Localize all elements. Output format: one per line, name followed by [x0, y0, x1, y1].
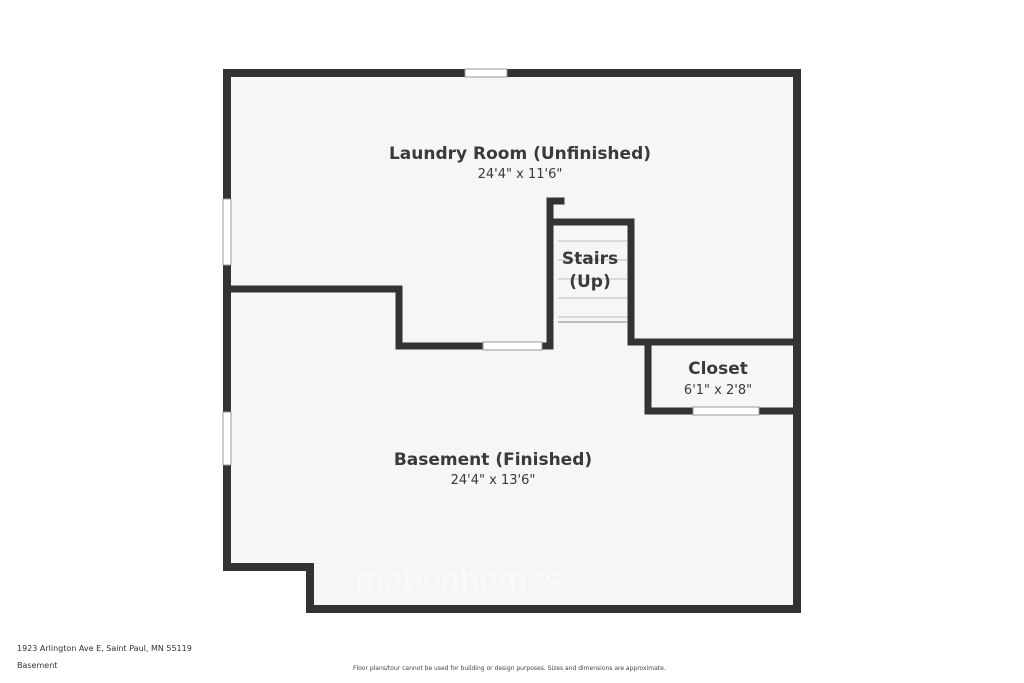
openings — [222, 68, 760, 466]
basement-dims: 24'4" x 13'6" — [451, 473, 536, 488]
watermark-text: mationhomes — [355, 563, 561, 598]
floor-area — [227, 73, 797, 609]
floor-level-label: Basement — [17, 661, 58, 670]
stairs-label-line2: (Up) — [569, 272, 611, 292]
closet-name: Closet — [688, 359, 748, 379]
outer-walls — [223, 69, 801, 613]
disclaimer-text: Floor plans/tour cannot be used for buil… — [353, 665, 666, 672]
stairs-label-line1: Stairs — [562, 249, 618, 269]
closet-dims: 6'1" x 2'8" — [684, 383, 752, 398]
door-closet — [692, 406, 760, 416]
property-address: 1923 Arlington Ave E, Saint Paul, MN 551… — [17, 644, 192, 653]
laundry-room-dims: 24'4" x 11'6" — [478, 167, 563, 182]
window-top — [464, 68, 508, 78]
door-laundry — [482, 341, 543, 351]
window-left-upper — [222, 198, 232, 266]
basement-name: Basement (Finished) — [394, 450, 592, 470]
stair-treads — [558, 240, 627, 323]
laundry-room-name: Laundry Room (Unfinished) — [389, 144, 651, 164]
window-left-lower — [222, 411, 232, 466]
